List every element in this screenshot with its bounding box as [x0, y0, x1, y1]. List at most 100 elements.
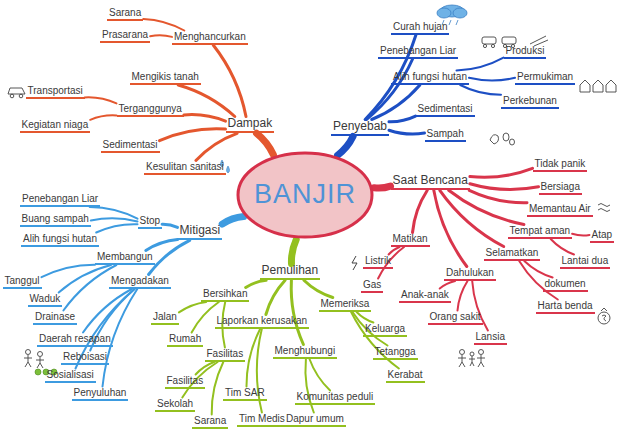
topic-text: Stop	[140, 215, 161, 226]
topic-text: Sampah	[427, 128, 464, 139]
topic-text: Memeriksa	[321, 298, 370, 309]
main-branch-topic: Mitigasi	[178, 224, 223, 241]
sub-topic: Tempat aman	[508, 225, 573, 240]
topic-text: Bersihkan	[203, 288, 247, 299]
sub-topic: Permukiman	[515, 71, 575, 86]
sub-topic: Komunitas peduli	[295, 391, 376, 406]
topic-text: Tempat aman	[510, 225, 571, 236]
sub-topic: Harta benda	[536, 300, 595, 315]
topic-text: Mitigasi	[180, 223, 221, 237]
topic-text: Curah hujan	[393, 21, 447, 32]
branch-line	[266, 280, 285, 314]
branch-line	[149, 240, 190, 274]
branch-line	[434, 190, 467, 266]
sub-topic: Tim Medis	[237, 413, 287, 428]
topic-text: Memantau Air	[529, 203, 591, 214]
branch-line	[351, 312, 399, 369]
topic-text: Gas	[363, 279, 381, 290]
topic-text: Perkebunan	[503, 95, 557, 106]
branch-line	[572, 234, 589, 236]
branch-line	[178, 85, 235, 117]
sub-topic: Sarana	[107, 7, 143, 22]
branch-line	[59, 265, 111, 293]
topic-text: Tim SAR	[225, 387, 265, 398]
topic-text: Komunitas peduli	[297, 391, 374, 402]
sub-topic: Lansia	[474, 331, 507, 346]
sub-topic: Daerah resapan	[37, 333, 113, 348]
sub-topic: Membangun	[95, 251, 155, 266]
branch-line	[91, 218, 138, 221]
branch-line	[458, 281, 468, 311]
sub-topic: Dapur umum	[284, 413, 346, 428]
sub-topic: Laporkan kerusakan	[215, 315, 310, 330]
topic-text: Terganggunya	[119, 103, 182, 114]
car-doodle	[8, 88, 25, 98]
topic-text: Penyuluhan	[74, 387, 127, 398]
sub-topic: Jalan	[151, 311, 179, 326]
branch-line	[460, 85, 501, 95]
topic-text: Prasarana	[102, 29, 148, 40]
branch-line	[160, 129, 226, 141]
branch-line	[179, 302, 206, 312]
topic-text: Drainase	[35, 311, 75, 322]
sub-topic: Menghancurkan	[172, 31, 248, 46]
branch-line	[389, 130, 425, 134]
topic-text: Mengikis tanah	[132, 71, 199, 82]
topic-text: Kegiatan niaga	[22, 119, 89, 130]
topic-text: Transportasi	[28, 85, 83, 96]
topic-text: Listrik	[365, 255, 391, 266]
topic-text: Lansia	[476, 331, 505, 342]
branch-line	[196, 362, 215, 375]
sub-topic: Mengikis tanah	[130, 71, 201, 86]
topic-text: Selamatkan	[486, 247, 539, 258]
branch-line	[372, 85, 420, 120]
branch-line	[162, 224, 177, 227]
topic-text: Kerabat	[388, 369, 423, 380]
topic-text: Fasilitas	[167, 375, 204, 386]
sub-topic: Mengadakan	[109, 275, 171, 290]
topic-text: Orang sakit	[430, 311, 481, 322]
branch-line	[184, 115, 226, 122]
sub-topic: Sekolah	[155, 398, 195, 413]
sub-topic: Anak-anak	[399, 289, 451, 304]
main-branch-topic: Saat Bencana	[391, 174, 470, 191]
branch-line	[96, 224, 137, 232]
topic-text: Tetangga	[375, 346, 416, 357]
branch-line	[413, 190, 428, 232]
branch-line	[469, 78, 515, 81]
sub-topic: Alih fungsi hutan	[21, 233, 99, 248]
topic-text: Atap	[592, 229, 613, 240]
topic-text: Sedimentasi	[418, 103, 473, 114]
sub-topic: Selamatkan	[484, 247, 541, 262]
topic-text: Buang sampah	[22, 213, 89, 224]
topic-text: Anak-anak	[401, 289, 449, 300]
sub-topic: Kesulitan sanitasi	[144, 161, 226, 176]
main-branch-topic: Dampak	[226, 117, 275, 134]
sub-topic: Orang sakit	[428, 311, 483, 326]
branch-line	[196, 133, 237, 160]
sub-topic: Alih fungsi hutan	[391, 71, 469, 86]
sub-topic: Keluarga	[363, 323, 407, 338]
branch-line	[440, 281, 455, 289]
sub-topic: Memeriksa	[319, 298, 372, 313]
branch-line	[42, 265, 96, 278]
trash-doodle	[490, 133, 515, 145]
branch-line	[246, 280, 266, 287]
topic-text: Bersiaga	[541, 181, 580, 192]
sub-topic: Penebangan Liar	[378, 45, 458, 60]
topic-text: Reboisasi	[63, 351, 107, 362]
topic-text: Penebangan Liar	[380, 45, 456, 56]
topic-text: Alih fungsi hutan	[23, 233, 97, 244]
branch-line	[551, 239, 574, 255]
branch-line	[469, 190, 527, 202]
sub-topic: Penebangan Liar	[20, 193, 100, 208]
topic-text: Dampak	[228, 116, 273, 130]
topic-text: Rumah	[169, 333, 201, 344]
sub-topic: Reboisasi	[61, 351, 109, 366]
branch-line	[470, 168, 533, 177]
topic-text: Fasilitas	[207, 348, 244, 359]
sub-topic: Drainase	[33, 311, 77, 326]
sub-topic: Produksi	[504, 45, 547, 60]
sub-topic: Transportasi	[26, 85, 85, 100]
